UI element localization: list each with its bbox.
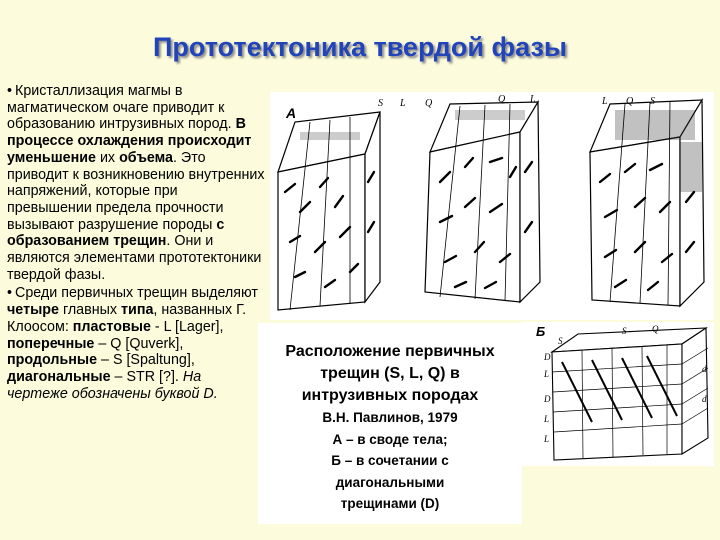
text-p2b: четыре — [7, 302, 59, 318]
caption-line-4: В.Н. Павлинов, 1979 — [258, 407, 522, 429]
text-p2m: – STR [?]. — [111, 369, 183, 385]
label-a2-l: L — [529, 94, 536, 105]
label-b-l2: L — [543, 414, 549, 424]
figure-a-letter: А — [285, 105, 296, 121]
figure-caption: Расположение первичных трещин (S, L, Q) … — [258, 323, 522, 524]
label-b-s1: S — [558, 336, 563, 346]
text-p2k: – S [Spaltung], — [97, 352, 195, 368]
figure-a: А S L Q Q L L Q S — [270, 92, 714, 320]
figure-b: Б S D L D L L S Q d d — [522, 322, 714, 466]
figure-b-drawing: Б S D L D L L S Q d d — [522, 322, 714, 466]
caption-line-1: Расположение первичных — [258, 341, 522, 363]
figure-a-drawing: А S L Q Q L L Q S — [270, 92, 714, 320]
label-b-l3: L — [543, 434, 549, 444]
label-b-l1: L — [543, 369, 549, 379]
label-b-d3: d — [702, 364, 707, 374]
paragraph-types: •Среди первичных трещин выделяют четыре … — [7, 285, 265, 402]
label-a1-l: L — [399, 98, 406, 109]
bullet-1: • — [7, 83, 15, 100]
label-b-q: Q — [652, 324, 659, 334]
text-p2i: – Q [Quverk], — [94, 336, 183, 352]
block2-side — [520, 102, 540, 302]
caption-line-6: Б – в сочетании с — [258, 450, 522, 472]
text-p2j: продольные — [7, 352, 97, 368]
text-p2d: типа — [121, 302, 153, 318]
text-p1a: Кристаллизация магмы в магматическом оча… — [7, 83, 236, 132]
text-p1c: их — [96, 150, 119, 166]
label-b-d4: d — [702, 394, 707, 404]
body-text: •Кристаллизация магмы в магматическом оч… — [7, 83, 265, 404]
blockb-side — [682, 328, 708, 454]
text-p2f: пластовые — [73, 319, 151, 335]
label-b-d1: D — [543, 352, 551, 362]
paragraph-crystallization: •Кристаллизация магмы в магматическом оч… — [7, 83, 265, 283]
label-a2-q: Q — [498, 94, 506, 105]
label-a3-s: S — [650, 96, 655, 107]
label-b-d2: D — [543, 394, 551, 404]
text-p1d: объема — [119, 150, 173, 166]
caption-line-3: интрузивных породах — [258, 385, 522, 407]
label-b-s2: S — [622, 326, 627, 336]
caption-line-5: А – в своде тела; — [258, 429, 522, 451]
label-a1-q: Q — [425, 98, 433, 109]
text-p2c: главных — [59, 302, 121, 318]
text-p2l: диагональные — [7, 369, 111, 385]
text-p2g: - L [Lager], — [151, 319, 224, 335]
label-a3-l: L — [601, 96, 608, 107]
block3-front — [590, 137, 680, 306]
label-a3-q: Q — [626, 96, 634, 107]
text-p2a: Среди первичных трещин выделяют — [15, 285, 258, 301]
bullet-2: • — [7, 285, 15, 302]
figure-b-letter: Б — [536, 324, 545, 339]
caption-line-8: трещинами (D) — [258, 493, 522, 515]
caption-line-2: трещин (S, L, Q) в — [258, 363, 522, 385]
caption-line-7: диагональными — [258, 472, 522, 494]
blockb-front — [552, 344, 682, 460]
block1-front — [278, 154, 365, 310]
slide-title: Прототектоника твердой фазы — [0, 32, 720, 63]
label-a1-s: S — [378, 98, 383, 109]
text-p2h: поперечные — [7, 336, 94, 352]
